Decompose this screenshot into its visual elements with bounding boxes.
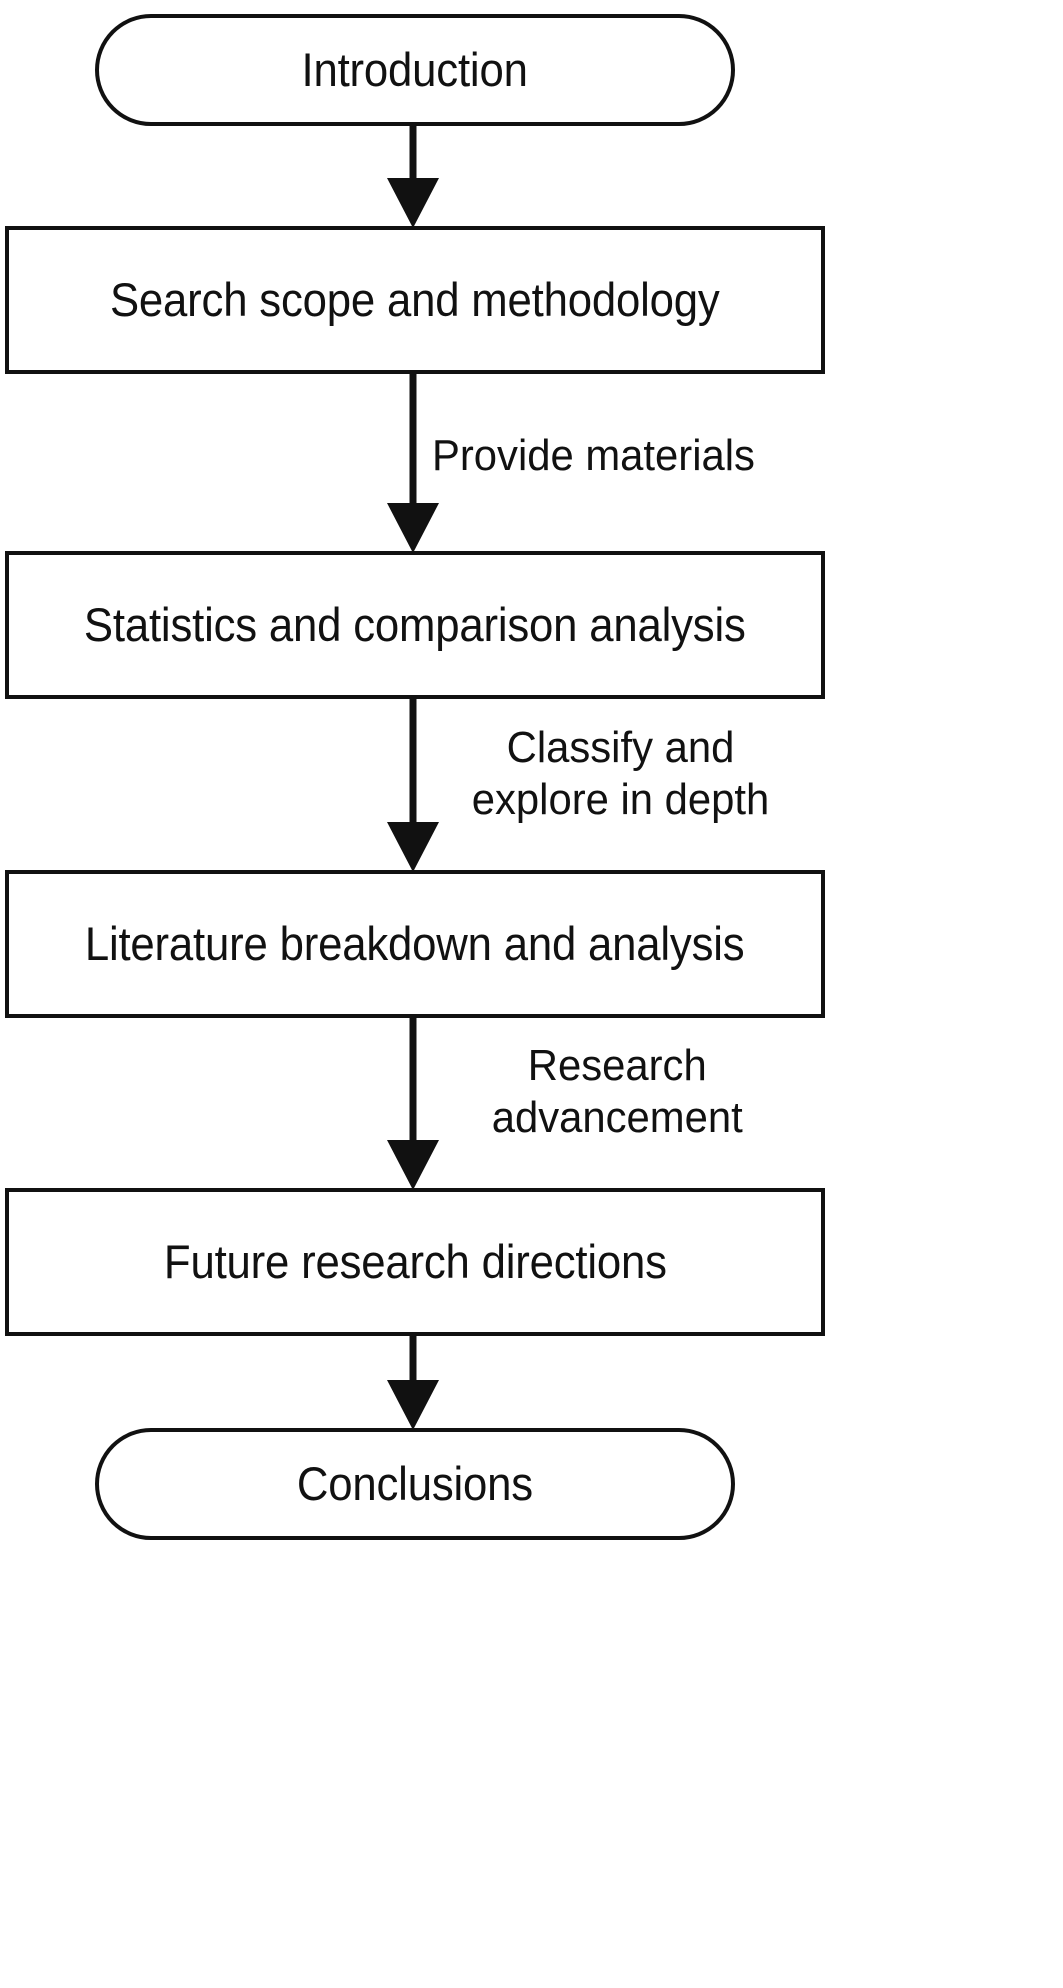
edge-label-research-advancement: Research advancement [491, 1041, 743, 1142]
node-future-research-directions-label: Future research directions [163, 1235, 667, 1289]
node-conclusions-label: Conclusions [296, 1457, 534, 1511]
edge-label-provide-materials: Provide materials [432, 431, 755, 480]
node-introduction[interactable]: Introduction [95, 14, 735, 126]
node-search-scope[interactable]: Search scope and methodology [5, 226, 825, 374]
node-introduction-label: Introduction [301, 43, 529, 97]
node-statistics[interactable]: Statistics and comparison analysis [5, 551, 825, 699]
node-statistics-label: Statistics and comparison analysis [84, 598, 746, 652]
node-future-research-directions[interactable]: Future research directions [5, 1188, 825, 1336]
node-literature-label: Literature breakdown and analysis [85, 917, 745, 971]
edge-label-classify-and-explore-in-depth: Classify and explore in depth [471, 723, 770, 824]
node-literature[interactable]: Literature breakdown and analysis [5, 870, 825, 1018]
node-conclusions[interactable]: Conclusions [95, 1428, 735, 1540]
node-search-scope-label: Search scope and methodology [110, 273, 720, 327]
